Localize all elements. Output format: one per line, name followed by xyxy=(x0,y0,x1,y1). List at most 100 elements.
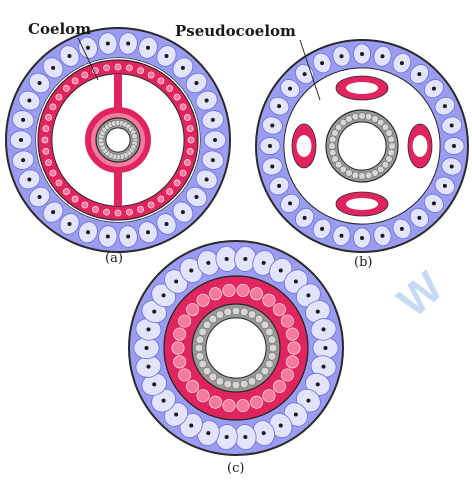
endoderm-cell xyxy=(269,344,277,352)
mesoderm-cell xyxy=(115,64,121,70)
endoderm-cell xyxy=(265,360,273,368)
caption-b: (b) xyxy=(354,255,372,270)
mesoderm-cell xyxy=(63,189,69,195)
mesoderm-cell xyxy=(158,78,164,84)
cell-nucleus xyxy=(19,138,23,142)
cell-nucleus xyxy=(165,54,169,58)
cell-nucleus xyxy=(152,310,156,314)
cell-nucleus xyxy=(443,104,447,108)
mesoderm-cell xyxy=(82,202,88,208)
mesoderm-cell xyxy=(45,159,51,165)
endoderm-cell xyxy=(329,149,336,156)
cell-nucleus xyxy=(320,61,324,65)
mesoderm-cell xyxy=(167,189,173,195)
cell-nucleus xyxy=(145,346,149,350)
cell-nucleus xyxy=(360,236,364,240)
endoderm-cell xyxy=(365,113,372,120)
mesoderm-cell xyxy=(223,399,235,411)
coelom-label: Coelom xyxy=(28,20,91,38)
mesoderm-cell xyxy=(174,180,180,186)
pseudocoelom-label: Pseudocoelom xyxy=(175,22,296,40)
endoderm-cell xyxy=(332,156,339,163)
cell-nucleus xyxy=(417,72,421,76)
mesoderm-cell xyxy=(178,315,190,327)
cell-nucleus xyxy=(51,66,55,70)
endoderm-cell xyxy=(329,136,336,143)
endoderm-cell xyxy=(329,143,336,150)
mesoderm-cell xyxy=(137,67,143,73)
mesoderm-cell xyxy=(50,170,56,176)
mesoderm-cell xyxy=(187,126,193,132)
endoderm-cell xyxy=(240,380,248,388)
cell-nucleus xyxy=(194,81,198,85)
mesoderm-cell xyxy=(286,328,298,340)
cell-nucleus xyxy=(432,201,436,205)
cell-nucleus xyxy=(38,81,42,85)
endoderm-cell xyxy=(240,308,248,316)
cell-nucleus xyxy=(211,158,215,162)
cell-nucleus xyxy=(324,346,328,350)
cell-nucleus xyxy=(316,310,320,314)
endoderm-cell xyxy=(216,311,224,319)
endoderm-cell xyxy=(209,373,217,381)
mesoderm-cell xyxy=(82,72,88,78)
endoderm-cell xyxy=(388,149,395,156)
cell-nucleus xyxy=(288,87,292,91)
mesoderm-cell xyxy=(56,180,62,186)
cell-nucleus xyxy=(288,201,292,205)
mesoderm-cell xyxy=(209,396,221,408)
endoderm-cell xyxy=(196,352,204,360)
cell-nucleus xyxy=(27,177,31,181)
mesoderm-cell xyxy=(174,356,186,368)
cell-nucleus xyxy=(262,431,266,435)
cell-nucleus xyxy=(146,365,150,369)
endoderm-cell xyxy=(261,321,269,329)
cell-nucleus xyxy=(243,257,247,261)
diagram-coelomate xyxy=(6,28,230,252)
endoderm-cell xyxy=(268,336,276,344)
cell-nucleus xyxy=(68,222,72,226)
mesoderm-cell xyxy=(223,284,235,296)
cell-nucleus xyxy=(340,54,344,58)
mesoderm-cell xyxy=(186,380,198,392)
cell-nucleus xyxy=(146,327,150,331)
cell-nucleus xyxy=(306,293,310,297)
mesoderm-cell xyxy=(148,202,154,208)
mesoderm-cell xyxy=(172,342,184,354)
mesoderm-cell xyxy=(281,369,293,381)
mesoderm-cell xyxy=(126,209,132,215)
caption-c: (c) xyxy=(227,461,244,476)
cell-nucleus xyxy=(277,104,281,108)
cell-nucleus xyxy=(181,210,185,214)
mesoderm-cell xyxy=(180,104,186,110)
mesoderm-cell xyxy=(197,294,209,306)
cell-nucleus xyxy=(146,230,150,234)
mesoderm-cell xyxy=(263,294,275,306)
endoderm-cell xyxy=(224,380,232,388)
endoderm-cell xyxy=(224,308,232,316)
mesoderm-cell xyxy=(137,206,143,212)
cell-nucleus xyxy=(380,54,384,58)
mesoderm-cell xyxy=(126,65,132,71)
endoderm-cell xyxy=(255,373,263,381)
mesoderm-cell xyxy=(180,170,186,176)
gut-lumen xyxy=(206,318,266,378)
cell-nucleus xyxy=(213,138,217,142)
endoderm-cell xyxy=(132,133,138,139)
mesoderm-cell xyxy=(237,284,249,296)
cell-nucleus xyxy=(189,424,193,428)
endoderm-cell xyxy=(346,116,353,123)
endoderm-cell xyxy=(365,172,372,179)
cell-nucleus xyxy=(452,144,456,148)
cell-nucleus xyxy=(277,184,281,188)
cell-nucleus xyxy=(270,164,274,168)
endoderm-cell xyxy=(352,172,359,179)
mesoderm-cell xyxy=(50,104,56,110)
mesoderm-cell xyxy=(186,303,198,315)
cell-nucleus xyxy=(243,435,247,439)
mesoderm-cell xyxy=(281,315,293,327)
diagram-pseudocoelomate xyxy=(256,40,468,252)
endoderm-cell xyxy=(255,315,263,323)
cell-nucleus xyxy=(181,66,185,70)
cell-nucleus xyxy=(225,435,229,439)
